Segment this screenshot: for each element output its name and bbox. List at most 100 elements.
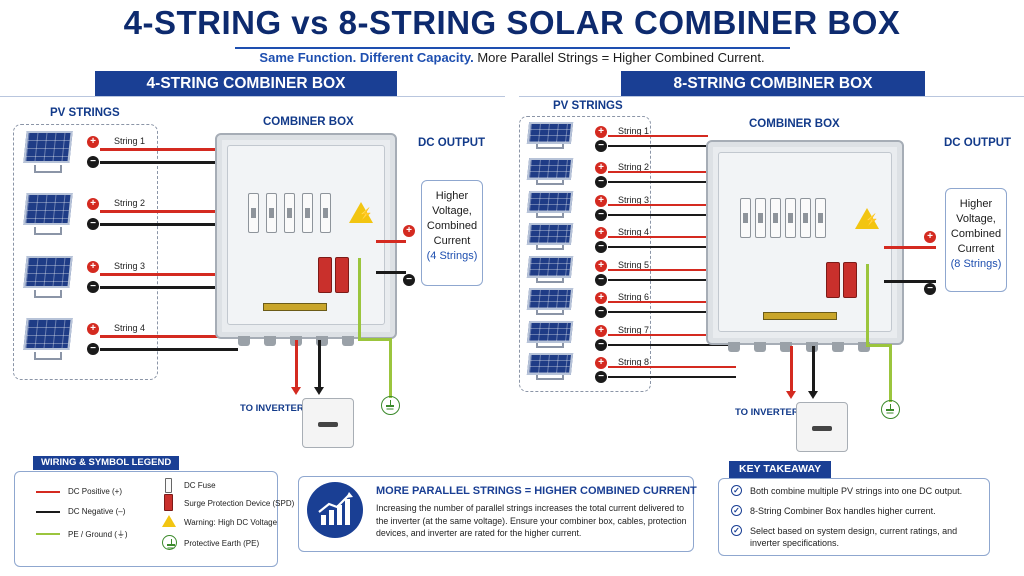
left-busbar bbox=[263, 303, 327, 311]
string-pos-wire bbox=[608, 171, 712, 173]
left-panel-header: 4-STRING COMBINER BOX bbox=[95, 71, 397, 96]
panel-stand bbox=[536, 213, 564, 218]
string-label: String 7 bbox=[618, 325, 650, 335]
string-neg-wire bbox=[608, 145, 708, 147]
legend-fuse-icon bbox=[165, 478, 172, 493]
string-label: String 6 bbox=[618, 292, 650, 302]
panel-stand bbox=[34, 352, 62, 360]
left-spd-1 bbox=[318, 257, 332, 293]
string-pos-wire bbox=[608, 334, 732, 336]
left-strings-group bbox=[13, 124, 158, 380]
left-output-line2: Voltage, bbox=[432, 205, 472, 217]
panel-stand bbox=[536, 375, 564, 380]
left-output-line3: Combined bbox=[426, 220, 478, 232]
right-spd-2 bbox=[843, 262, 857, 298]
negative-terminal-icon: − bbox=[595, 176, 607, 188]
legend-earth-label: Protective Earth (PE) bbox=[184, 539, 260, 548]
right-panel-header: 8-STRING COMBINER BOX bbox=[621, 71, 925, 96]
cable-gland bbox=[342, 336, 354, 346]
string-neg-wire bbox=[100, 223, 226, 226]
subtitle: Same Function. Different Capacity. More … bbox=[0, 50, 1024, 65]
right-combiner-panel bbox=[718, 152, 892, 332]
page-title: 4-STRING vs 8-STRING SOLAR COMBINER BOX bbox=[123, 4, 901, 41]
right-output-neg-icon: − bbox=[924, 283, 936, 295]
legend-dc-pos-label: DC Positive (+) bbox=[68, 487, 123, 496]
positive-terminal-icon: + bbox=[87, 323, 99, 335]
fuse-icon bbox=[770, 198, 781, 238]
subtitle-emphasis: Same Function. Different Capacity. bbox=[259, 50, 474, 65]
left-combiner-panel bbox=[227, 145, 385, 325]
solar-panel-icon bbox=[526, 353, 574, 375]
right-output-pos-icon: + bbox=[924, 231, 936, 243]
right-pe-wire-a bbox=[866, 264, 869, 346]
string-pos-wire bbox=[608, 301, 728, 303]
string-pos-wire bbox=[608, 236, 720, 238]
right-pe-wire-c bbox=[889, 344, 892, 402]
legend-fuse-label: DC Fuse bbox=[184, 481, 216, 490]
negative-terminal-icon: − bbox=[595, 140, 607, 152]
cable-gland bbox=[264, 336, 276, 346]
check-icon: ✓ bbox=[731, 505, 742, 516]
legend-box bbox=[14, 471, 278, 567]
left-pv-strings-label: PV STRINGS bbox=[50, 107, 120, 119]
solar-panel-icon bbox=[526, 256, 574, 278]
string-label: String 4 bbox=[618, 227, 650, 237]
legend-spd-icon bbox=[164, 494, 173, 511]
left-output-pos-wire bbox=[376, 240, 406, 243]
negative-terminal-icon: − bbox=[595, 306, 607, 318]
solar-panel-icon bbox=[526, 158, 574, 180]
negative-terminal-icon: − bbox=[595, 339, 607, 351]
left-output-count: (4 Strings) bbox=[426, 250, 478, 262]
cable-gland bbox=[832, 342, 844, 352]
legend-warning-label: Warning: High DC Voltage bbox=[184, 518, 278, 527]
panel-stand bbox=[536, 310, 564, 315]
title-rule bbox=[235, 47, 790, 49]
positive-terminal-icon: + bbox=[595, 162, 607, 174]
string-neg-wire bbox=[100, 161, 220, 164]
right-panel-rule bbox=[519, 96, 1024, 97]
positive-terminal-icon: + bbox=[87, 261, 99, 273]
positive-terminal-icon: + bbox=[595, 227, 607, 239]
right-inverter-icon bbox=[796, 402, 848, 452]
right-busbar bbox=[763, 312, 837, 320]
negative-terminal-icon: − bbox=[595, 241, 607, 253]
positive-terminal-icon: + bbox=[595, 325, 607, 337]
negative-terminal-icon: − bbox=[595, 274, 607, 286]
left-to-inverter-label: TO INVERTER bbox=[240, 403, 304, 414]
panel-stand bbox=[536, 343, 564, 348]
string-neg-wire bbox=[608, 376, 736, 378]
string-neg-wire bbox=[608, 344, 732, 346]
panel-stand bbox=[34, 290, 62, 298]
fuse-icon bbox=[755, 198, 766, 238]
fuse-icon bbox=[740, 198, 751, 238]
cable-gland bbox=[858, 342, 870, 352]
legend-warning-icon bbox=[162, 515, 176, 527]
takeaway-item-2: 8-String Combiner Box handles higher cur… bbox=[750, 506, 936, 516]
legend-earth-icon bbox=[162, 535, 177, 550]
panel-stand bbox=[34, 165, 62, 173]
string-label: String 3 bbox=[618, 195, 650, 205]
cable-gland bbox=[754, 342, 766, 352]
panel-stand bbox=[536, 278, 564, 283]
negative-terminal-icon: − bbox=[87, 343, 99, 355]
check-icon: ✓ bbox=[731, 485, 742, 496]
right-strings-group bbox=[519, 116, 651, 392]
right-output-line1: Higher bbox=[959, 198, 993, 210]
left-combiner-label: COMBINER BOX bbox=[263, 116, 354, 128]
right-ground-icon bbox=[881, 400, 900, 419]
left-ground-icon bbox=[381, 396, 400, 415]
left-output-pos-icon: + bbox=[403, 225, 415, 237]
fuse-icon bbox=[320, 193, 331, 233]
negative-terminal-icon: − bbox=[87, 156, 99, 168]
takeaway-item-3: Select based on system design, current r… bbox=[750, 526, 958, 548]
string-label: String 1 bbox=[114, 136, 146, 146]
fuse-icon bbox=[800, 198, 811, 238]
right-output-line3: Combined bbox=[950, 228, 1002, 240]
string-pos-wire bbox=[608, 135, 708, 137]
fuse-icon bbox=[248, 193, 259, 233]
string-neg-wire bbox=[608, 311, 728, 313]
middle-info-box bbox=[298, 476, 694, 552]
string-neg-wire bbox=[608, 181, 712, 183]
fuse-icon bbox=[302, 193, 313, 233]
positive-terminal-icon: + bbox=[595, 292, 607, 304]
